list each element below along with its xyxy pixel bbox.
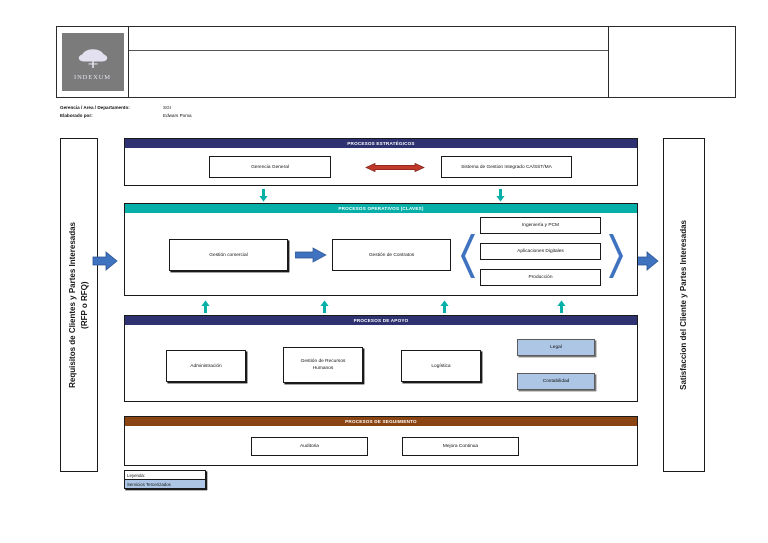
band-strategic-processes: PROCESOS ESTRATÉGICOS Gerencia General S… (124, 138, 638, 186)
chevron-right-bracket-icon (609, 234, 623, 278)
header-subtitle-row (129, 51, 608, 97)
header-table: INDEXUM (56, 26, 736, 98)
customer-satisfaction-label: Satisfaccion del Cliente y Partes Intere… (679, 220, 688, 390)
company-logo: INDEXUM (61, 33, 124, 91)
header-logo-cell: INDEXUM (57, 27, 129, 97)
logo-wordmark: INDEXUM (74, 74, 111, 81)
meta-value-author: Edwars Poma (163, 112, 192, 118)
meta-label-area: Gerencia / Area / Departamento: (60, 105, 130, 110)
process-box-contabilidad[interactable]: Contabilidad (517, 373, 595, 390)
process-box-ingenieria-pcm[interactable]: Ingeniería y PCM (480, 217, 601, 234)
legend-title: Leyenda: (125, 471, 205, 480)
process-box-aplicaciones-digitales[interactable]: Aplicaciones Digitales (480, 243, 601, 260)
flow-arrow-up-2-icon (320, 300, 329, 313)
process-box-produccion[interactable]: Producción (480, 269, 601, 286)
chevron-left-bracket-icon (461, 234, 475, 278)
process-box-logistica[interactable]: Logística (401, 350, 481, 382)
input-flow-arrow-icon (92, 251, 118, 271)
process-box-legal[interactable]: Legal (517, 339, 595, 356)
operative-flow-arrow-icon (295, 247, 327, 263)
flow-arrow-down-2-icon (496, 189, 505, 202)
meta-row-area: Gerencia / Area / Departamento: SGI (60, 104, 192, 112)
legend: Leyenda: Servicios Tercerizados (124, 470, 206, 489)
header-code-cell (609, 27, 735, 97)
header-title-cell (129, 27, 609, 97)
input-requirements-panel: Requisitos de Clientes y Partes Interesa… (60, 138, 98, 472)
band-operative-body: Gestión comercial Gestión de Contratos I… (125, 213, 637, 295)
flow-arrow-down-1-icon (259, 189, 268, 202)
flow-arrow-up-1-icon (201, 300, 210, 313)
band-strategic-body: Gerencia General Sistema de Gestion Inte… (125, 148, 637, 185)
process-box-gestion-recursos-humanos[interactable]: Gestión de Recursos Humanos (283, 347, 363, 383)
red-double-arrow-icon (365, 163, 425, 172)
band-operative-processes: PROCESOS OPERATIVOS (CLAVES) Gestión com… (124, 203, 638, 296)
band-support-body: Administración Gestión de Recursos Human… (125, 325, 637, 401)
meta-label-author: Elaborado por: (60, 112, 93, 118)
legend-item-outsourced: Servicios Tercerizados (125, 480, 205, 488)
meta-value-area: SGI (163, 105, 171, 110)
band-support-processes: PROCESOS DE APOYO Administración Gestión… (124, 315, 638, 402)
process-box-auditoria[interactable]: Auditoria (251, 437, 368, 456)
process-box-gerencia-general[interactable]: Gerencia General (209, 156, 331, 178)
band-operative-header: PROCESOS OPERATIVOS (CLAVES) (125, 204, 637, 213)
process-box-gestion-comercial[interactable]: Gestión comercial (169, 239, 288, 271)
tree-icon (78, 49, 107, 68)
band-monitoring-header: PROCESOS DE SEGUIMIENTO (125, 417, 637, 426)
input-requirements-label: Requisitos de Clientes y Partes Interesa… (68, 222, 89, 388)
customer-satisfaction-panel: Satisfaccion del Cliente y Partes Intere… (663, 138, 705, 472)
meta-row-author: Elaborado por: Edwars Poma (60, 112, 192, 120)
flow-arrow-up-4-icon (557, 300, 566, 313)
process-box-gestion-contratos[interactable]: Gestión de Contratos (332, 239, 451, 271)
band-support-header: PROCESOS DE APOYO (125, 316, 637, 325)
process-box-sistema-gestion-integrado[interactable]: Sistema de Gestion Integrado CA/SST/MA (441, 156, 572, 178)
band-strategic-header: PROCESOS ESTRATÉGICOS (125, 139, 637, 148)
process-box-administracion[interactable]: Administración (166, 350, 246, 382)
band-monitoring-processes: PROCESOS DE SEGUIMIENTO Auditoria Mejora… (124, 416, 638, 466)
band-monitoring-body: Auditoria Mejora Continua (125, 426, 637, 465)
header-title-row (129, 27, 608, 51)
meta-block: Gerencia / Area / Departamento: SGI Elab… (60, 104, 192, 119)
process-box-mejora-continua[interactable]: Mejora Continua (402, 437, 519, 456)
flow-arrow-up-3-icon (440, 300, 449, 313)
